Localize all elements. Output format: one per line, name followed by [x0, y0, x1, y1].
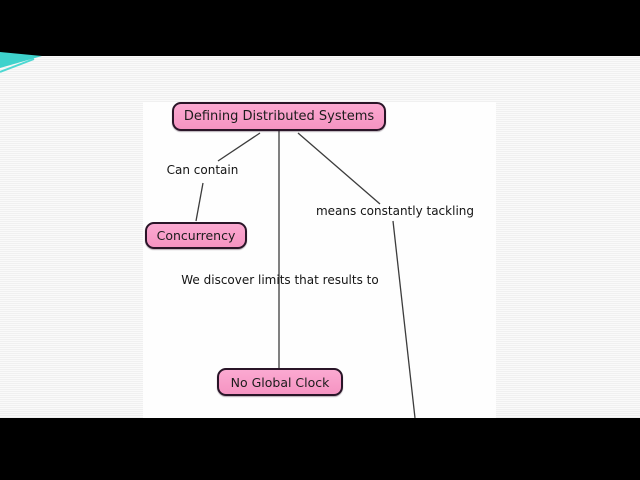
edge-label-can-contain: Can contain: [166, 163, 239, 177]
node-concurrency[interactable]: Concurrency: [145, 222, 247, 249]
swoosh-wedge: [0, 52, 42, 68]
node-label: Concurrency: [156, 228, 236, 243]
letterbox-bottom-bar: [0, 418, 640, 480]
edge-label-means-constantly-tackling: means constantly tackling: [315, 204, 474, 218]
node-no-global-clock[interactable]: No Global Clock: [217, 368, 343, 396]
teal-swoosh-decoration: [0, 52, 42, 73]
swoosh-streak: [0, 58, 35, 73]
edge-label-we-discover-limits: We discover limits that results to: [181, 273, 379, 287]
node-defining-distributed-systems[interactable]: Defining Distributed Systems: [172, 102, 386, 131]
letterbox-top-bar: [0, 0, 640, 56]
node-label: No Global Clock: [230, 374, 330, 390]
node-label: Defining Distributed Systems: [183, 109, 375, 124]
